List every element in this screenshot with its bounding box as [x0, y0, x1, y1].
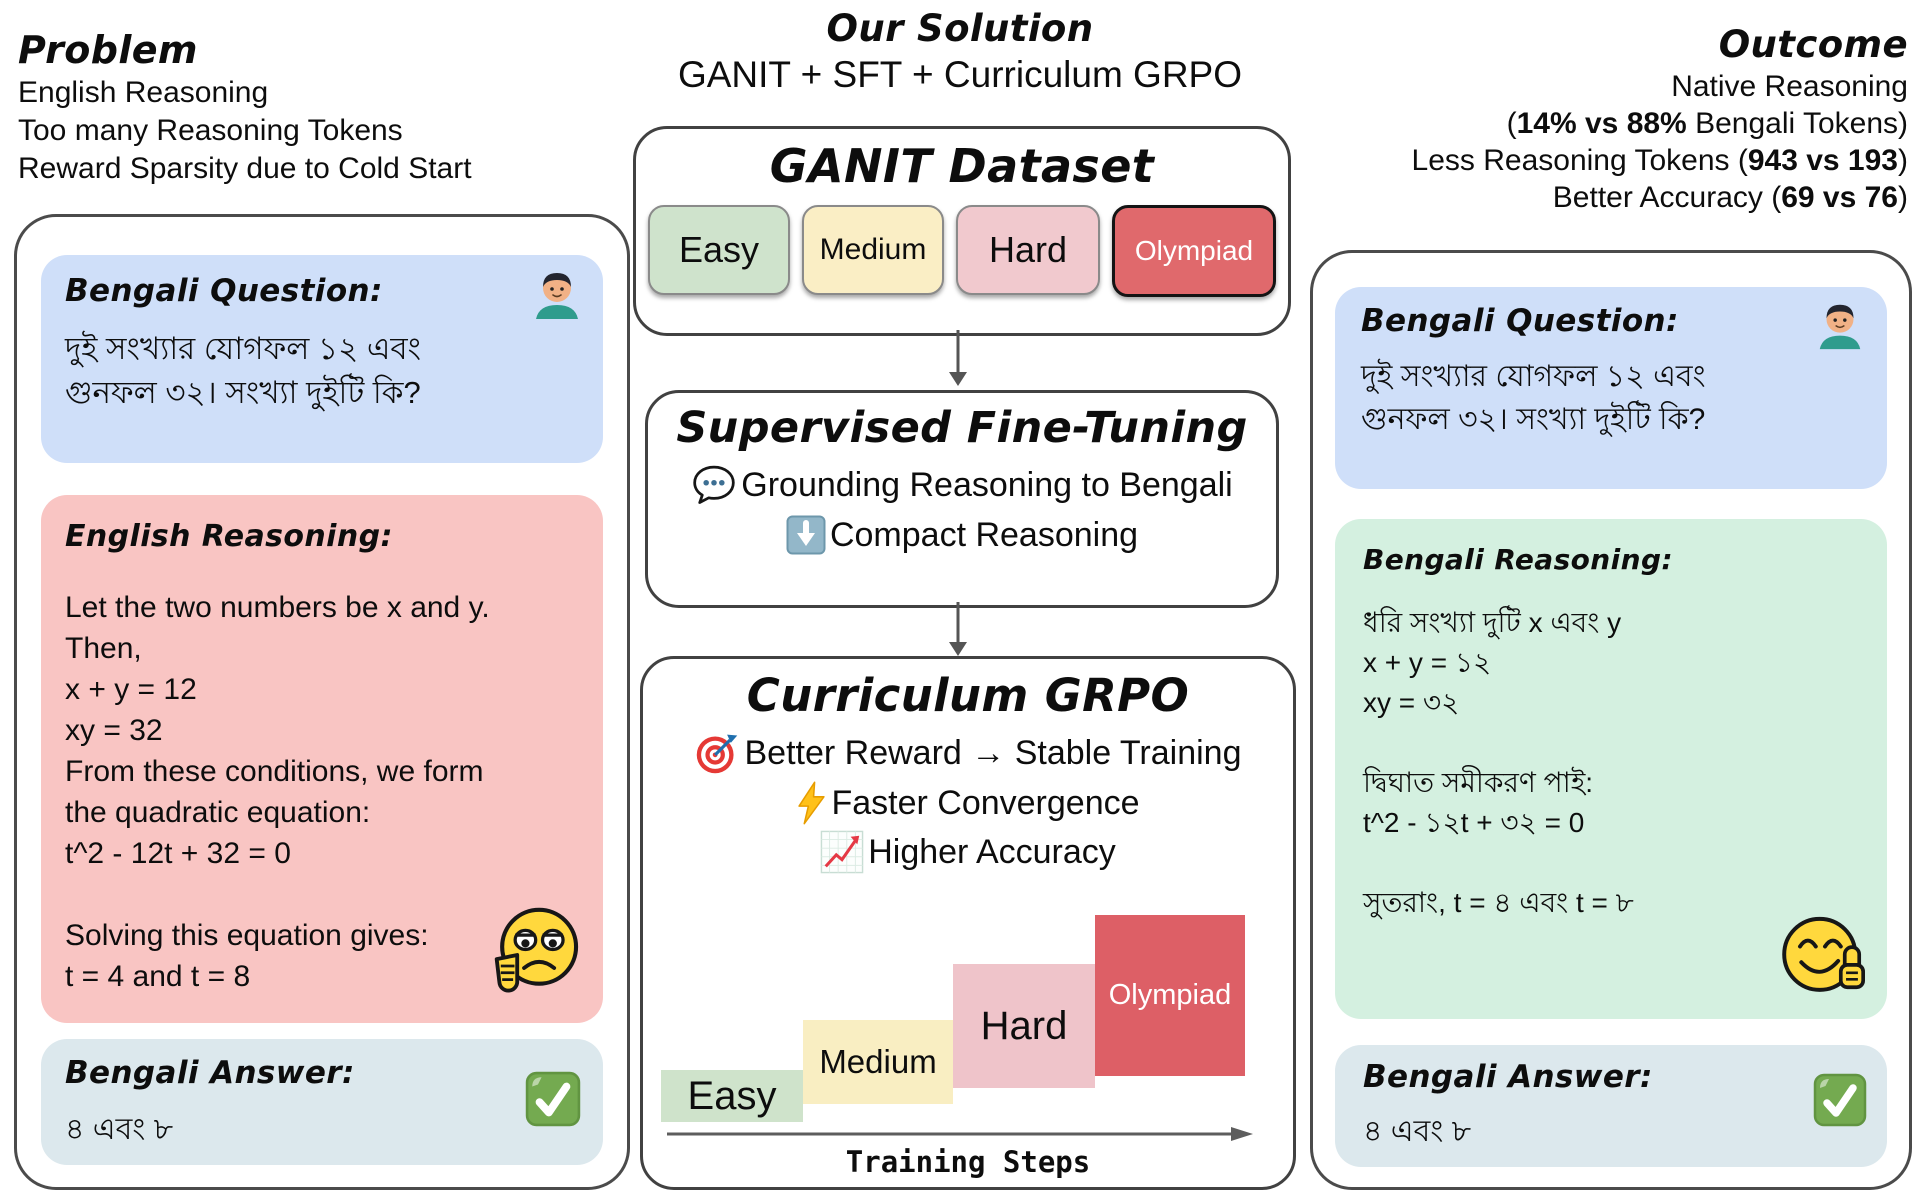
english-reasoning-title: English Reasoning:	[65, 519, 393, 554]
lightning-bolt-icon	[796, 781, 827, 825]
grpo-bullet: Higher Accuracy	[643, 830, 1293, 874]
target-icon	[694, 730, 740, 776]
sft-box: Supervised Fine-Tuning Grounding Reasoni…	[645, 390, 1279, 608]
bengali-question-card: Bengali Question: দুই সংখ্যার যোগফল ১২ এ…	[1335, 287, 1887, 489]
ganit-dataset-box: GANIT Dataset Easy Medium Hard Olympiad	[633, 126, 1291, 336]
left-example-panel: Bengali Question: দুই সংখ্যার যোগফল ১২ এ…	[14, 214, 630, 1190]
bengali-reasoning-text: ধরি সংখ্যা দুটি x এবং y x + y = ১২ xy = …	[1363, 607, 1634, 918]
sft-bullet: Compact Reasoning	[648, 513, 1276, 557]
training-steps-label: Training Steps	[845, 1145, 1091, 1179]
stair-step-olympiad: Olympiad	[1095, 915, 1245, 1076]
stair-step-hard: Hard	[953, 964, 1095, 1088]
sft-title: Supervised Fine-Tuning	[676, 403, 1248, 453]
english-reasoning-card: English Reasoning: Let the two numbers b…	[41, 495, 603, 1023]
down-connector-arrow	[949, 602, 967, 656]
bengali-answer-value: ৪ এবং ৮	[65, 1113, 174, 1146]
outcome-header: Outcome Native Reasoning (14% vs 88% Ben…	[1288, 22, 1908, 216]
check-mark-icon	[525, 1071, 581, 1132]
bengali-question-text: দুই সংখ্যার যোগফল ১২ এবং গুনফল ৩২। সংখ্য…	[1361, 360, 1706, 436]
grpo-bullet: Better Reward → Stable Training	[643, 730, 1293, 776]
down-arrow-button-icon	[786, 515, 826, 555]
bengali-question-text: দুই সংখ্যার যোগফল ১২ এবং গুনফল ৩২। সংখ্য…	[65, 331, 422, 410]
problem-header: Problem English Reasoning Too many Reaso…	[18, 26, 618, 188]
difficulty-chip-hard: Hard	[956, 205, 1100, 295]
sft-bullet-text: Grounding Reasoning to Bengali	[741, 466, 1233, 504]
bengali-answer-title: Bengali Answer:	[65, 1055, 355, 1091]
difficulty-chip-easy: Easy	[648, 205, 790, 295]
problem-line: Reward Sparsity due to Cold Start	[18, 152, 472, 185]
bengali-reasoning-card: Bengali Reasoning: ধরি সংখ্যা দুটি x এবং…	[1335, 519, 1887, 1019]
difficulty-chip-olympiad: Olympiad	[1112, 205, 1276, 297]
ganit-dataset-title: GANIT Dataset	[769, 139, 1155, 193]
grpo-bullet-text: Better Reward → Stable Training	[744, 734, 1242, 772]
right-example-panel: Bengali Question: দুই সংখ্যার যোগফল ১২ এ…	[1310, 250, 1912, 1190]
check-mark-icon	[1813, 1073, 1867, 1132]
student-avatar-icon	[1813, 297, 1867, 356]
outcome-line: Native Reasoning	[1671, 70, 1908, 103]
thumbs-down-face-icon	[483, 903, 587, 1012]
grpo-title: Curriculum GRPO	[746, 669, 1190, 722]
solution-header: Our Solution GANIT + SFT + Curriculum GR…	[615, 6, 1305, 98]
stair-step-medium: Medium	[803, 1020, 953, 1104]
grpo-bullet-text: Higher Accuracy	[868, 833, 1116, 871]
problem-line: Too many Reasoning Tokens	[18, 114, 403, 147]
chart-increasing-icon	[820, 830, 864, 874]
speech-bubble-icon	[691, 464, 737, 507]
bengali-answer-card: Bengali Answer: ৪ এবং ৮	[1335, 1045, 1887, 1167]
difficulty-chip-row: Easy Medium Hard Olympiad	[636, 205, 1288, 297]
stair-step-easy: Easy	[661, 1070, 803, 1122]
difficulty-chip-medium: Medium	[802, 205, 944, 295]
outcome-line: Better Accuracy (69 vs 76)	[1552, 181, 1908, 214]
training-steps-arrow	[667, 1127, 1253, 1141]
student-avatar-icon	[529, 265, 585, 326]
problem-line: English Reasoning	[18, 76, 269, 109]
bengali-question-card: Bengali Question: দুই সংখ্যার যোগফল ১২ এ…	[41, 255, 603, 463]
english-reasoning-text: Let the two numbers be x and y. Then, x …	[65, 591, 490, 993]
bengali-question-title: Bengali Question:	[1361, 303, 1679, 339]
curriculum-grpo-box: Curriculum GRPO Better Reward → Stable T…	[640, 656, 1296, 1190]
bengali-answer-value: ৪ এবং ৮	[1363, 1115, 1472, 1148]
solution-subtitle: GANIT + SFT + Curriculum GRPO	[677, 54, 1243, 95]
outcome-line: (14% vs 88% Bengali Tokens)	[1506, 107, 1908, 140]
bengali-reasoning-title: Bengali Reasoning:	[1363, 543, 1674, 576]
problem-title: Problem	[18, 28, 198, 72]
down-connector-arrow	[949, 330, 967, 386]
outcome-line: Less Reasoning Tokens (943 vs 193)	[1411, 144, 1908, 177]
thumbs-up-face-icon	[1775, 907, 1875, 1012]
bengali-answer-card: Bengali Answer: ৪ এবং ৮	[41, 1039, 603, 1165]
sft-bullet-text: Compact Reasoning	[829, 516, 1139, 554]
bengali-question-title: Bengali Question:	[65, 273, 383, 309]
grpo-bullet: Faster Convergence	[643, 781, 1293, 825]
grpo-bullet-text: Faster Convergence	[831, 784, 1140, 822]
sft-bullet: Grounding Reasoning to Bengali	[648, 463, 1276, 507]
solution-title: Our Solution	[826, 7, 1094, 50]
outcome-title: Outcome	[1718, 23, 1908, 66]
bengali-answer-title: Bengali Answer:	[1363, 1059, 1653, 1095]
